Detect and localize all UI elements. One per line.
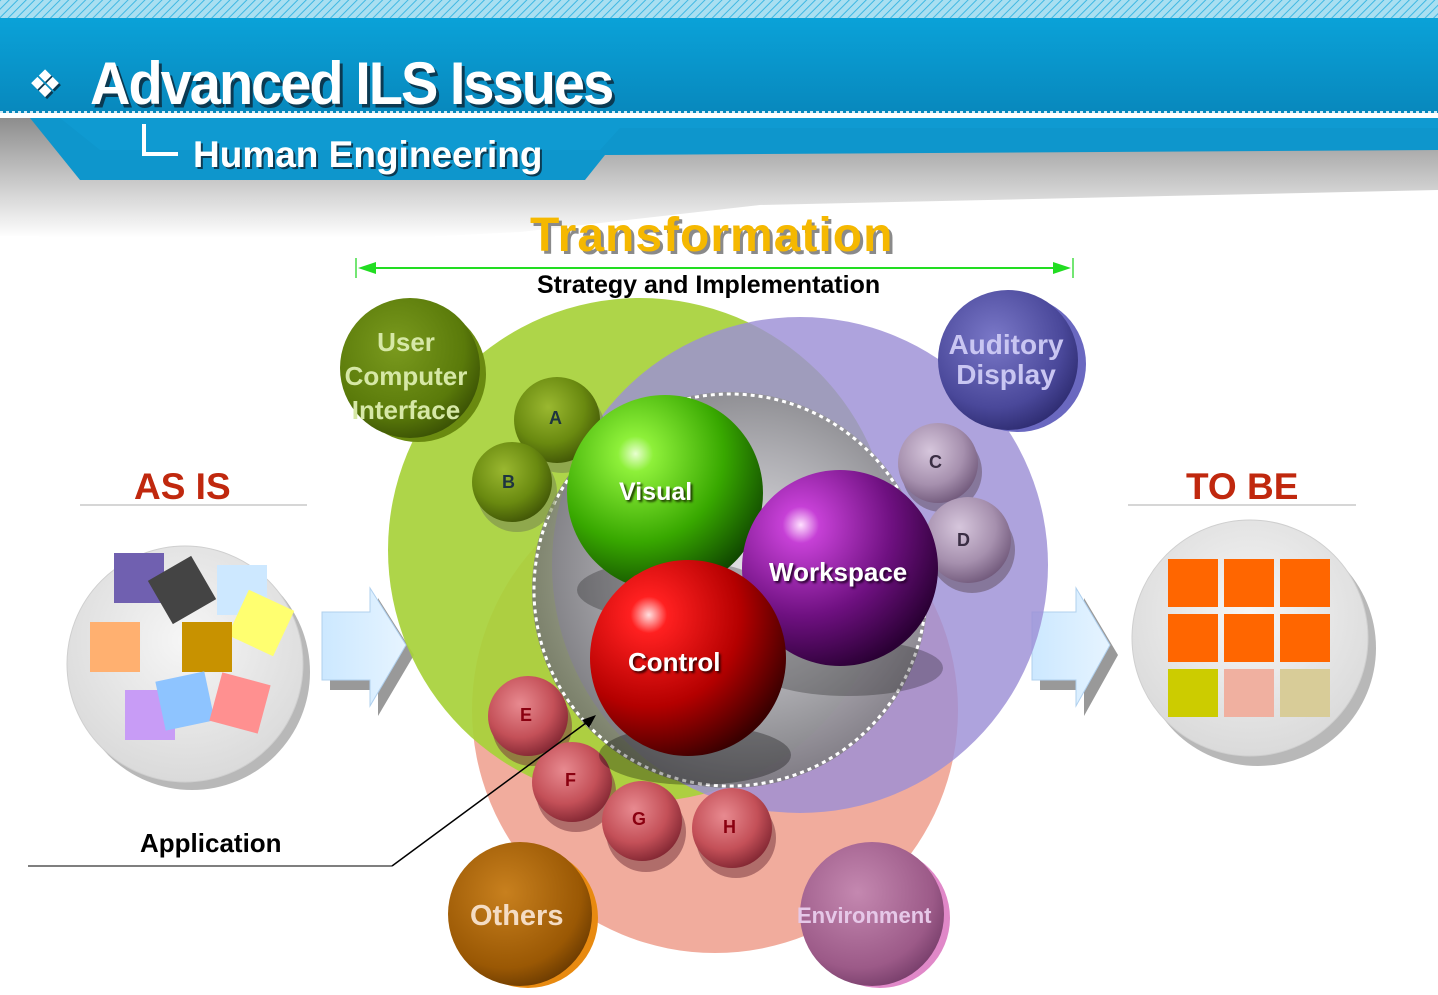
page-title: Advanced ILS Issues <box>90 49 614 118</box>
environment-label: Environment <box>797 903 932 928</box>
scattered-tile <box>209 672 271 734</box>
uci-label-line: Interface <box>351 395 461 425</box>
workspace-label: Workspace <box>769 557 908 587</box>
header-band <box>0 0 1438 238</box>
control-sphere <box>590 560 791 785</box>
small-sphere-b <box>472 442 557 532</box>
small-sphere-g <box>602 781 686 872</box>
sphere-a-label: A <box>549 408 562 428</box>
small-sphere-e <box>488 676 572 766</box>
uci-label-line: User <box>377 327 435 357</box>
application-pointer <box>28 715 596 867</box>
as-is-label: AS IS <box>134 466 231 507</box>
others-label: Others <box>470 900 564 932</box>
uci-label-line: Computer <box>344 361 468 391</box>
scattered-tile <box>227 589 295 657</box>
transformation-heading: Transformation <box>530 209 894 262</box>
corner-bracket-icon <box>142 124 178 156</box>
environment-sphere <box>800 842 950 988</box>
visual-label: Visual <box>619 478 693 506</box>
diamond-bullet-icon: ❖ <box>28 64 63 106</box>
small-sphere-d <box>925 497 1015 593</box>
sphere-f-label: F <box>565 770 576 790</box>
auditory-label-line: Auditory <box>948 329 1064 360</box>
sphere-h-label: H <box>723 817 736 837</box>
right-arrow-icon <box>1031 586 1118 716</box>
small-sphere-c <box>898 423 982 512</box>
small-sphere-f <box>532 742 616 832</box>
uci-label: User Computer Interface <box>336 325 476 427</box>
scattered-tile <box>155 671 215 731</box>
sphere-g-label: G <box>632 809 647 829</box>
as-is-panel <box>66 504 310 790</box>
strategy-label: Strategy and Implementation <box>537 271 881 299</box>
page-subtitle: Human Engineering <box>193 134 543 175</box>
sphere-c-label: C <box>929 452 942 472</box>
workspace-sphere <box>742 470 943 696</box>
scattered-tile <box>90 622 140 672</box>
auditory-sphere <box>938 290 1086 432</box>
uci-sphere <box>340 298 486 442</box>
others-sphere <box>448 842 598 988</box>
to-be-panel <box>1128 504 1376 766</box>
ordered-tile-grid <box>1168 559 1330 717</box>
sphere-e-label: E <box>520 705 533 725</box>
sphere-b-label: B <box>502 472 515 492</box>
small-sphere-h <box>692 788 776 878</box>
scattered-tile <box>147 555 217 625</box>
to-be-label: TO BE <box>1186 466 1299 507</box>
transformation-bracket <box>355 258 1074 278</box>
auditory-label-line: Display <box>956 359 1056 390</box>
control-label: Control <box>628 647 721 677</box>
scattered-tile <box>182 622 232 672</box>
sphere-d-label: D <box>957 530 970 550</box>
auditory-label: Auditory Display <box>940 330 1072 390</box>
right-arrow-icon <box>321 586 414 716</box>
application-label: Application <box>140 828 282 858</box>
